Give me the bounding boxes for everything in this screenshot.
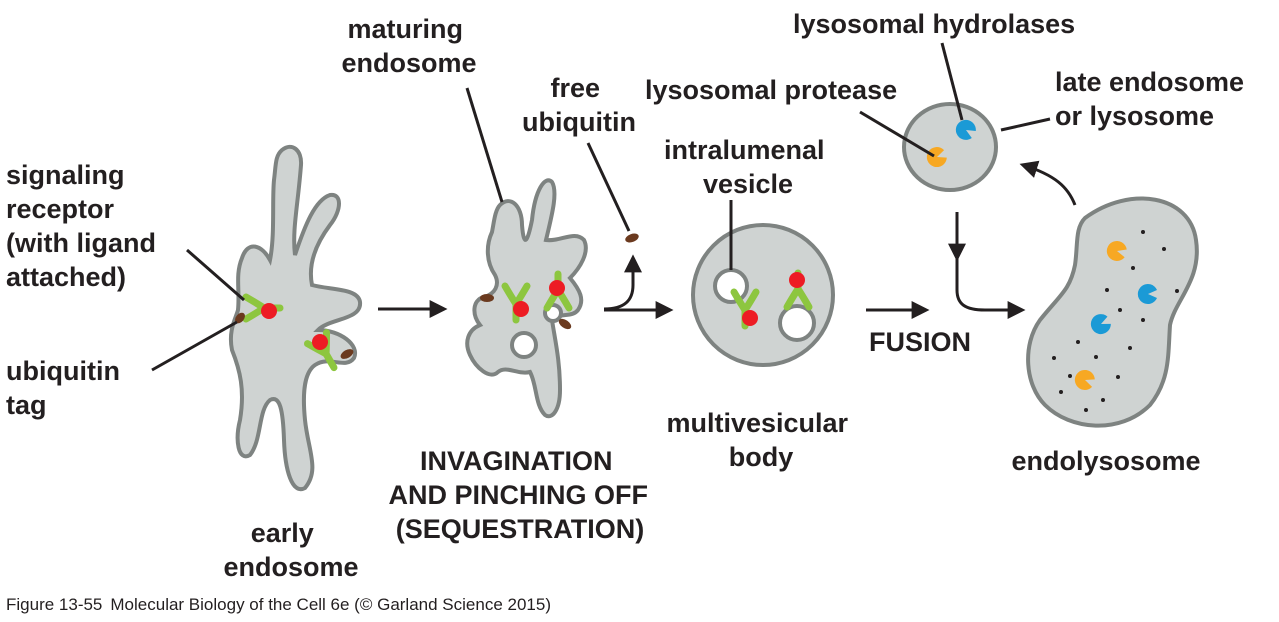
maturing-endosome (465, 178, 588, 419)
mvb-membrane (691, 223, 835, 367)
ligand-dot (742, 310, 758, 326)
free-ubiquitin-dot (625, 233, 639, 243)
label-signaling-receptor: signaling receptor (with ligand attached… (6, 160, 164, 292)
arrow-fusion-merge (955, 212, 1026, 319)
label-late-endosome: late endosome or lysosome (1055, 67, 1252, 131)
ubiquitin-tag-dot (235, 312, 245, 324)
ligand-dot (513, 301, 529, 317)
protease-pacman (1106, 241, 1127, 261)
label-lysosomal-hydrolases: lysosomal hydrolases (793, 9, 1075, 39)
label-free-ubiquitin: free ubiquitin (522, 73, 636, 137)
arrow-release-ubiquitin (603, 254, 642, 311)
early-endosome (228, 144, 362, 492)
ligand-dot (789, 272, 805, 288)
leader-lysosomal-hydrolases (940, 42, 964, 121)
intralumenal-vesicle-1 (713, 268, 749, 304)
endolysosome (1026, 196, 1199, 428)
leader-lysosomal-protease (859, 110, 935, 158)
leader-ubiquitin-tag (151, 320, 238, 372)
ubiquitin-tag-dot (480, 294, 494, 302)
ligand-dot (549, 280, 565, 296)
hydrolase-pacman (955, 119, 976, 140)
internal-vesicle (510, 331, 538, 359)
ubiquitin-tag-dot (558, 318, 572, 330)
protease-pacman (926, 147, 947, 168)
label-maturing-endosome: maturing endosome (341, 14, 476, 78)
multivesicular-body (691, 223, 835, 367)
ligand-dot (312, 334, 328, 350)
ubiquitin-tag-dot (340, 349, 354, 359)
leader-free-ubiquitin (586, 142, 631, 232)
degraded-fragments (1052, 230, 1179, 412)
arrow-recycle-lysosome (1019, 160, 1077, 206)
early-endosome-membrane (228, 144, 362, 492)
label-ubiquitin-tag: ubiquitin tag (6, 356, 127, 420)
hydrolase-pacman (1090, 314, 1111, 335)
intralumenal-vesicle-2 (778, 304, 816, 342)
label-fusion: FUSION (869, 327, 971, 357)
label-multivesicular-body: multivesicular body (666, 408, 855, 472)
endolysosome-membrane (1026, 196, 1199, 428)
label-early-endosome: early endosome (223, 518, 358, 582)
label-invagination: INVAGINATION AND PINCHING OFF (SEQUESTRA… (388, 446, 655, 544)
leader-signaling-receptor (186, 248, 245, 302)
leader-maturing-endosome (465, 87, 504, 203)
protease-pacman (1074, 369, 1095, 390)
label-intralumenal-vesicle: intralumenal vesicle (664, 135, 832, 199)
ligand-dot (261, 303, 277, 319)
label-lysosomal-protease: lysosomal protease (645, 75, 897, 105)
leader-late-endosome (1000, 117, 1051, 132)
hydrolase-pacman (1137, 284, 1157, 304)
label-endolysosome: endolysosome (1011, 446, 1200, 476)
late-endosome (902, 102, 998, 192)
